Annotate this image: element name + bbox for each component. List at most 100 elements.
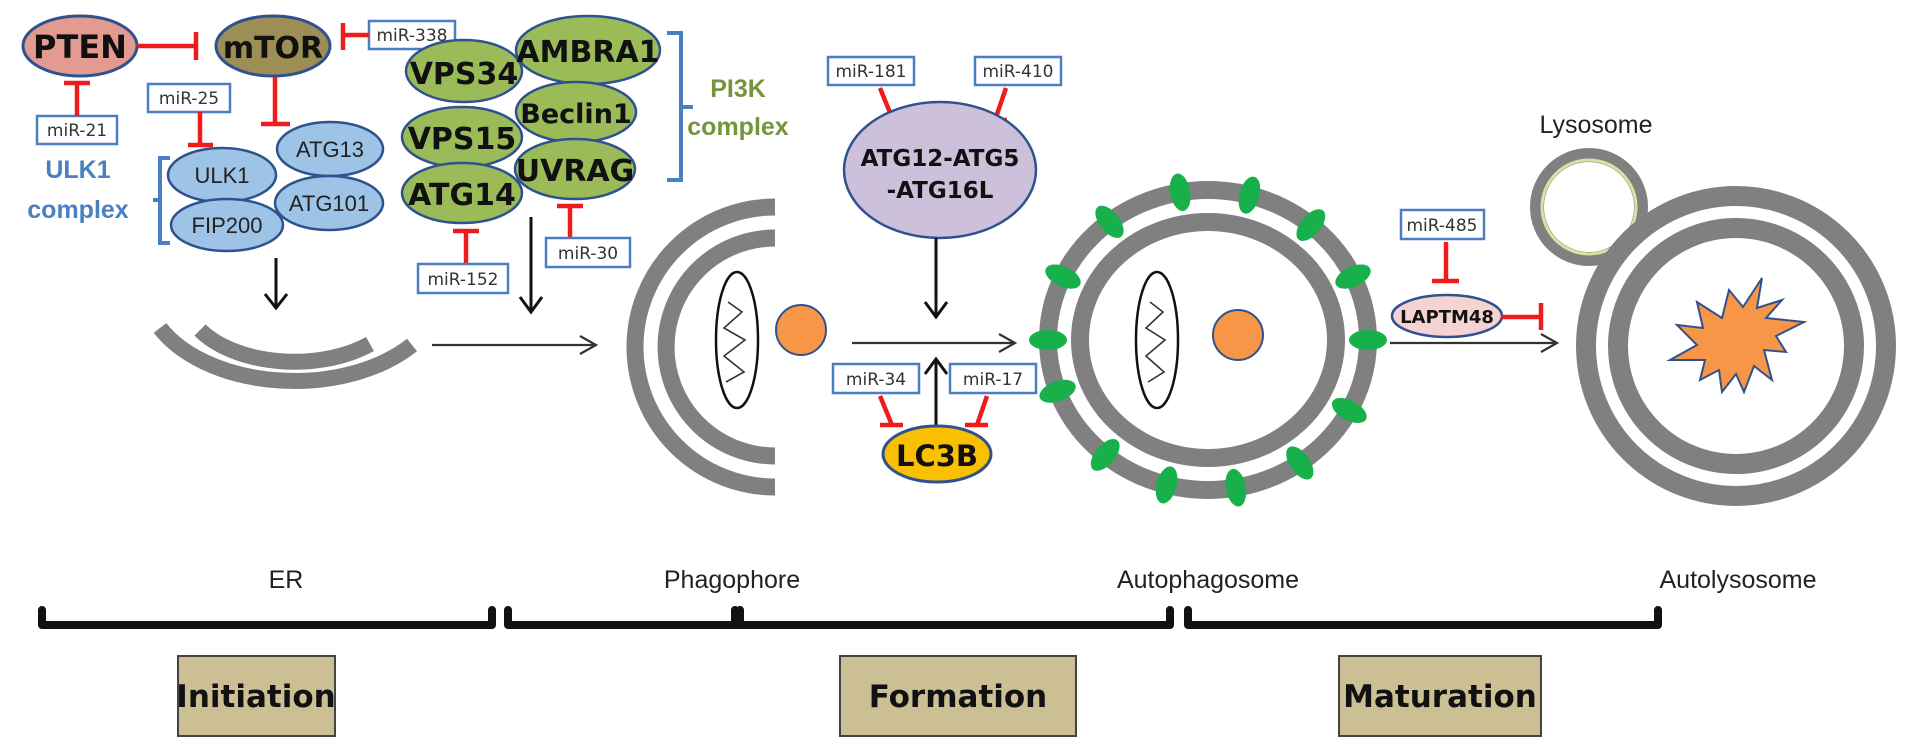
lysosome [1530, 148, 1648, 266]
atg12-down-arrow [923, 238, 949, 320]
mir-21-inhibition [64, 80, 90, 116]
lc3b-node: LC3B [881, 424, 993, 484]
mir-410: miR-410 [973, 55, 1063, 87]
laptm48-node: LAPTM48 [1390, 293, 1504, 339]
autophagosome-to-autolysosome-arrow [1390, 333, 1560, 353]
mir-25-label: miR-25 [159, 89, 219, 109]
maturation-bracket [1184, 606, 1662, 629]
mir-34-label: miR-34 [846, 370, 906, 390]
pi3k-complex-label-2: complex [687, 113, 789, 141]
mir-21: miR-21 [35, 114, 119, 146]
pten-label: PTEN [33, 28, 127, 66]
mir-25-inhibition [188, 112, 213, 148]
lc3-punctum-icon [1331, 397, 1367, 423]
lysosome-label: Lysosome [1539, 111, 1652, 139]
stage-maturation-label: Maturation [1343, 679, 1537, 715]
mir-181-label: miR-181 [836, 62, 907, 82]
lc3-punctum-icon [1296, 209, 1326, 242]
mir-17-inhibition [965, 395, 990, 428]
pten-inhibits-mtor [137, 32, 199, 60]
lc3-puncta [1029, 173, 1387, 507]
mir-152: miR-152 [416, 262, 510, 295]
stage-initiation: Initiation [176, 655, 336, 737]
mtor-node: mTOR [214, 14, 332, 78]
pi3k-complex-bracket [667, 31, 693, 182]
autophagosome-cargo-icon [1212, 309, 1264, 361]
mir-34-inhibition [877, 395, 903, 428]
lc3b-up-arrow [923, 356, 949, 425]
atg12-atg5-atg16l-node: ATG12-ATG5 -ATG16L [842, 100, 1038, 240]
pi3k-complex-label: PI3K [710, 75, 766, 103]
ulk1-complex-label-2: complex [27, 196, 129, 224]
autolysosome [1576, 186, 1896, 506]
lc3-punctum-icon [1286, 446, 1314, 480]
fip200-label: FIP200 [192, 213, 263, 238]
mir-181: miR-181 [826, 55, 916, 87]
laptm48-inhibition [1502, 303, 1544, 330]
phagophore [626, 198, 776, 496]
vps34-label: VPS34 [410, 57, 519, 92]
ulk1-to-er-arrow [263, 258, 289, 311]
mir-485-label: miR-485 [1407, 216, 1478, 236]
autolysosome-label: Autolysosome [1659, 566, 1816, 594]
atg14-label: ATG14 [408, 178, 516, 213]
er-label: ER [269, 566, 304, 594]
mir-30-label: miR-30 [558, 244, 618, 264]
er-to-phagophore-arrow [432, 335, 599, 355]
lc3-punctum-icon [1335, 264, 1371, 289]
stage-initiation-label: Initiation [176, 679, 335, 715]
mir-152-inhibition [453, 228, 479, 264]
atg12-label-line1: ATG12-ATG5 [861, 146, 1020, 172]
mir-21-label: miR-21 [47, 121, 107, 141]
mir-17: miR-17 [948, 362, 1038, 395]
pten-node: PTEN [21, 14, 139, 78]
lc3-punctum-icon [1225, 468, 1247, 507]
autophagosome [1039, 181, 1377, 499]
lc3-punctum-icon [1095, 205, 1124, 238]
atg101-label: ATG101 [289, 191, 369, 216]
lc3-punctum-icon [1029, 330, 1067, 350]
mir-30-inhibition [557, 203, 583, 237]
mir-17-label: miR-17 [963, 370, 1023, 390]
atg13-label: ATG13 [296, 137, 364, 162]
cargo-particle-icon [775, 304, 827, 356]
mir-25: miR-25 [146, 82, 232, 114]
mir-410-label: miR-410 [983, 62, 1054, 82]
mir-34: miR-34 [831, 362, 921, 395]
ulk1-complex-bracket [153, 156, 170, 245]
uvrag-node [513, 137, 637, 201]
ulk1-complex: ATG13 ATG101 ULK1 FIP200 [166, 120, 385, 253]
lc3-punctum-icon [1238, 176, 1261, 214]
pi3k-complex: VPS34 AMBRA1 Beclin1 VPS15 UVRAG ATG14 [400, 14, 662, 225]
ulk1-complex-label: ULK1 [45, 156, 110, 184]
mir-338-inhibition [340, 23, 369, 50]
vps15-label: VPS15 [408, 122, 517, 157]
fip200-node [169, 197, 285, 253]
phagophore-to-autophagosome-arrow [852, 333, 1018, 353]
autophagosome-label: Autophagosome [1117, 566, 1299, 594]
mir-485-inhibition [1432, 242, 1459, 284]
lc3-punctum-icon [1349, 330, 1387, 350]
atg14-node [400, 161, 524, 225]
lc3-punctum-icon [1039, 379, 1076, 403]
beclin1-label: Beclin1 [520, 99, 631, 130]
phagophore-label: Phagophore [664, 566, 800, 594]
pi3k-down-arrow [518, 217, 544, 315]
uvrag-label: UVRAG [516, 154, 635, 189]
lc3-punctum-icon [1169, 173, 1191, 212]
mir-30: miR-30 [544, 236, 632, 269]
lc3-punctum-icon [1090, 438, 1120, 471]
er-membrane [153, 322, 417, 389]
lc3-punctum-icon [1155, 466, 1178, 504]
lc3b-label: LC3B [896, 439, 978, 473]
initiation-bracket-ext [504, 606, 744, 629]
ambra1-label: AMBRA1 [516, 35, 659, 70]
mtor-label: mTOR [223, 31, 323, 66]
laptm48-label: LAPTM48 [1400, 307, 1494, 328]
mir-152-label: miR-152 [428, 270, 499, 290]
mir-485: miR-485 [1399, 208, 1486, 241]
atg12-label-line2: -ATG16L [887, 178, 994, 204]
mir-338-label: miR-338 [377, 26, 448, 46]
degraded-cargo-starburst-icon [1666, 277, 1808, 395]
